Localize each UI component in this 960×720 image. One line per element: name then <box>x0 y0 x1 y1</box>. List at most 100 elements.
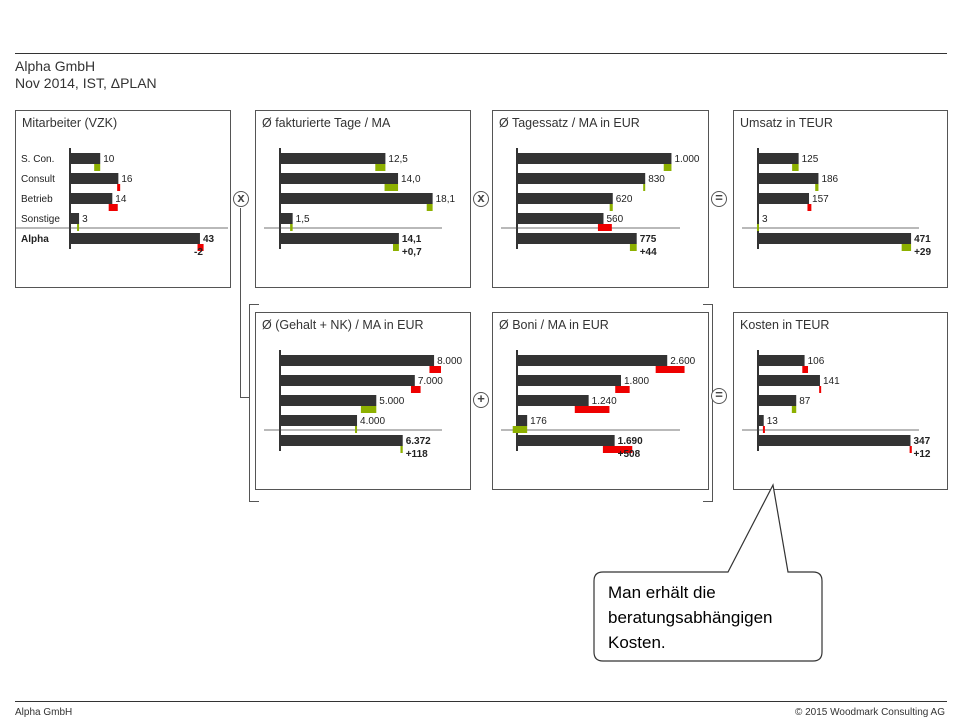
bar <box>758 173 819 184</box>
category-label: Betrieb <box>21 194 53 205</box>
data-label: 10 <box>103 154 115 165</box>
bar <box>70 153 101 164</box>
data-label: 3 <box>82 214 88 225</box>
bar <box>280 435 403 446</box>
data-label: 186 <box>821 174 838 185</box>
bar <box>758 193 810 204</box>
data-label: 6.372 <box>406 436 431 447</box>
callout-line: beratungsabhängigen <box>608 608 773 627</box>
panel-title: Mitarbeiter (VZK) <box>22 116 118 130</box>
panel-title: Ø Boni / MA in EUR <box>499 318 609 332</box>
delta-marker <box>512 426 528 433</box>
data-label: 1.000 <box>674 154 699 165</box>
delta-label: +12 <box>913 449 930 460</box>
delta-marker <box>909 446 912 453</box>
delta-marker <box>762 426 765 433</box>
delta-label: -2 <box>194 247 203 258</box>
header-rule <box>15 53 947 54</box>
data-label: 560 <box>606 214 623 225</box>
bar <box>70 193 113 204</box>
bar <box>517 415 528 426</box>
bar <box>280 213 293 224</box>
bar <box>517 355 668 366</box>
bar <box>517 193 613 204</box>
delta-marker <box>756 224 759 231</box>
delta-marker <box>819 386 822 393</box>
footer-rule <box>15 701 947 702</box>
bar <box>280 233 399 244</box>
data-label: 12,5 <box>388 154 408 165</box>
bar <box>280 355 435 366</box>
category-label: Consult <box>21 174 55 185</box>
data-label: 141 <box>823 376 840 387</box>
panel-kosten: Kosten in TEUR 106 141 87 13 347 +12 <box>733 312 948 490</box>
company-title: Alpha GmbH <box>15 58 96 74</box>
bar <box>517 213 604 224</box>
delta-label: +0,7 <box>402 247 422 258</box>
data-label: 3 <box>762 214 768 225</box>
bar <box>758 153 799 164</box>
delta-marker <box>574 406 610 413</box>
report-subtitle: Nov 2014, IST, ΔPLAN <box>15 75 157 91</box>
delta-marker <box>384 184 399 191</box>
group-bracket-left <box>249 304 259 502</box>
data-label: 2.600 <box>670 356 695 367</box>
category-label: S. Con. <box>21 154 54 165</box>
data-label: 14 <box>115 194 127 205</box>
data-label: 4.000 <box>360 416 385 427</box>
data-label: 106 <box>808 356 825 367</box>
chart-tage: 12,514,018,11,514,1+0,7 <box>264 148 456 258</box>
delta-marker <box>197 244 204 251</box>
delta-marker <box>655 366 685 373</box>
panel-title: Kosten in TEUR <box>740 318 830 332</box>
data-label: 43 <box>203 234 215 245</box>
data-label: 13 <box>767 416 779 427</box>
bar <box>758 233 912 244</box>
equals-operator-1: = <box>711 191 727 207</box>
bar <box>517 173 646 184</box>
delta-label: +44 <box>640 247 657 258</box>
bar <box>758 395 797 406</box>
data-label: 1.800 <box>624 376 649 387</box>
bar <box>280 153 386 164</box>
delta-marker <box>375 164 386 171</box>
bar <box>517 395 589 406</box>
data-label: 1.240 <box>592 396 617 407</box>
panel-title: Ø Tagessatz / MA in EUR <box>499 116 640 130</box>
bar <box>280 415 358 426</box>
equals-operator-2: = <box>711 388 727 404</box>
data-label: 620 <box>616 194 633 205</box>
delta-marker <box>426 204 433 211</box>
data-label: 125 <box>802 154 819 165</box>
data-label: 16 <box>121 174 133 185</box>
delta-marker <box>629 244 637 251</box>
data-label: 14,0 <box>401 174 421 185</box>
connector-line-horizontal <box>240 397 250 398</box>
delta-marker <box>792 164 799 171</box>
delta-marker <box>609 204 613 211</box>
delta-marker <box>290 224 293 231</box>
delta-marker <box>615 386 630 393</box>
delta-marker <box>400 446 403 453</box>
connector-line-vertical <box>240 208 241 397</box>
bar <box>758 213 759 224</box>
data-label: 8.000 <box>437 356 462 367</box>
plus-operator: + <box>473 392 489 408</box>
data-label: 14,1 <box>402 234 422 245</box>
bar <box>758 435 911 446</box>
panel-title: Umsatz in TEUR <box>740 116 833 130</box>
delta-marker <box>901 244 912 251</box>
delta-marker <box>410 386 421 393</box>
bar <box>70 233 200 244</box>
data-label: 18,1 <box>436 194 456 205</box>
data-label: 347 <box>913 436 930 447</box>
delta-marker <box>392 244 399 251</box>
bar <box>517 233 637 244</box>
data-label: 87 <box>799 396 811 407</box>
